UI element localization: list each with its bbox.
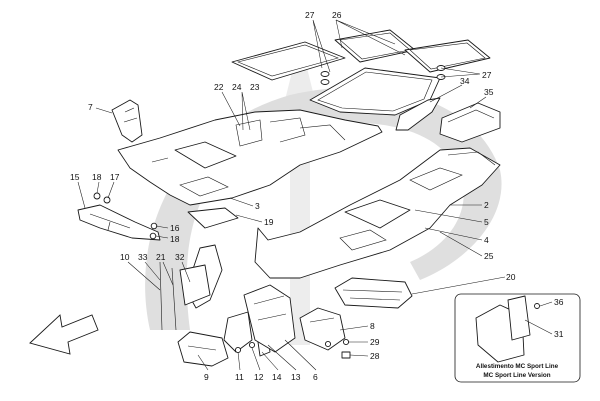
callout-10: 10 bbox=[120, 252, 130, 262]
inset-caption-line1: Allestimento MC Sport Line bbox=[476, 363, 559, 370]
panel-19 bbox=[187, 207, 239, 229]
fasteners-18-17-16 bbox=[93, 192, 158, 240]
callout-15: 15 bbox=[70, 172, 80, 182]
bracket-6 bbox=[243, 284, 296, 353]
callout-29: 29 bbox=[370, 337, 380, 347]
callout-33: 33 bbox=[138, 252, 148, 262]
callout-27-top: 27 bbox=[305, 10, 315, 20]
callout-19: 19 bbox=[264, 217, 274, 227]
callout-32: 32 bbox=[175, 252, 185, 262]
clip-fasteners-top bbox=[320, 65, 446, 85]
carpet-left bbox=[117, 109, 383, 206]
callout-13: 13 bbox=[291, 372, 301, 382]
callout-28: 28 bbox=[370, 351, 380, 361]
callout-16: 16 bbox=[170, 223, 180, 233]
callout-2: 2 bbox=[484, 200, 489, 210]
panel-35 bbox=[439, 102, 501, 143]
floor-mat-front-left bbox=[231, 41, 346, 81]
callout-27-right: 27 bbox=[482, 70, 492, 80]
inset-caption-line2: MC Sport Line Version bbox=[483, 372, 550, 379]
callout-35: 35 bbox=[484, 87, 494, 97]
panel-34 bbox=[395, 97, 441, 131]
inset-box bbox=[454, 293, 581, 383]
duct-20 bbox=[334, 277, 413, 309]
callout-18-lower: 18 bbox=[170, 234, 180, 244]
callout-12: 12 bbox=[254, 372, 264, 382]
callout-11: 11 bbox=[235, 372, 244, 382]
callout-34: 34 bbox=[460, 76, 470, 86]
callout-20: 20 bbox=[506, 272, 516, 282]
bracket-9 bbox=[177, 331, 229, 367]
callout-18-upper: 18 bbox=[92, 172, 102, 182]
callout-labels: 27 26 27 7 22 24 23 34 35 15 18 17 3 19 … bbox=[70, 10, 564, 382]
fasteners-29-28 bbox=[341, 338, 351, 359]
floor-mat-front-right bbox=[404, 39, 491, 73]
front-direction-arrow bbox=[29, 314, 99, 355]
carpet-right bbox=[254, 147, 501, 279]
callout-31: 31 bbox=[554, 329, 564, 339]
bracket-8 bbox=[299, 307, 346, 351]
kick-panel-32 bbox=[179, 244, 223, 309]
callout-4: 4 bbox=[484, 235, 489, 245]
callout-7: 7 bbox=[88, 102, 93, 112]
gear-boot bbox=[111, 99, 143, 143]
trim-33-21 bbox=[159, 261, 177, 331]
callout-9: 9 bbox=[204, 372, 209, 382]
callout-22: 22 bbox=[214, 82, 224, 92]
callout-14: 14 bbox=[272, 372, 282, 382]
callout-8: 8 bbox=[370, 321, 375, 331]
callout-21: 21 bbox=[156, 252, 166, 262]
callout-17: 17 bbox=[110, 172, 120, 182]
callout-6: 6 bbox=[313, 372, 318, 382]
callout-24: 24 bbox=[232, 82, 242, 92]
callout-5: 5 bbox=[484, 217, 489, 227]
inset-captions: Allestimento MC Sport Line MC Sport Line… bbox=[476, 363, 559, 379]
floor-mat-rear-top bbox=[334, 29, 416, 63]
bracket-15 bbox=[77, 204, 161, 241]
callout-23: 23 bbox=[250, 82, 260, 92]
leader-lines bbox=[77, 19, 553, 371]
callout-3: 3 bbox=[255, 201, 260, 211]
callout-26: 26 bbox=[332, 10, 342, 20]
bracket-11-12 bbox=[223, 311, 256, 354]
callout-25: 25 bbox=[484, 251, 494, 261]
callout-36: 36 bbox=[554, 297, 564, 307]
